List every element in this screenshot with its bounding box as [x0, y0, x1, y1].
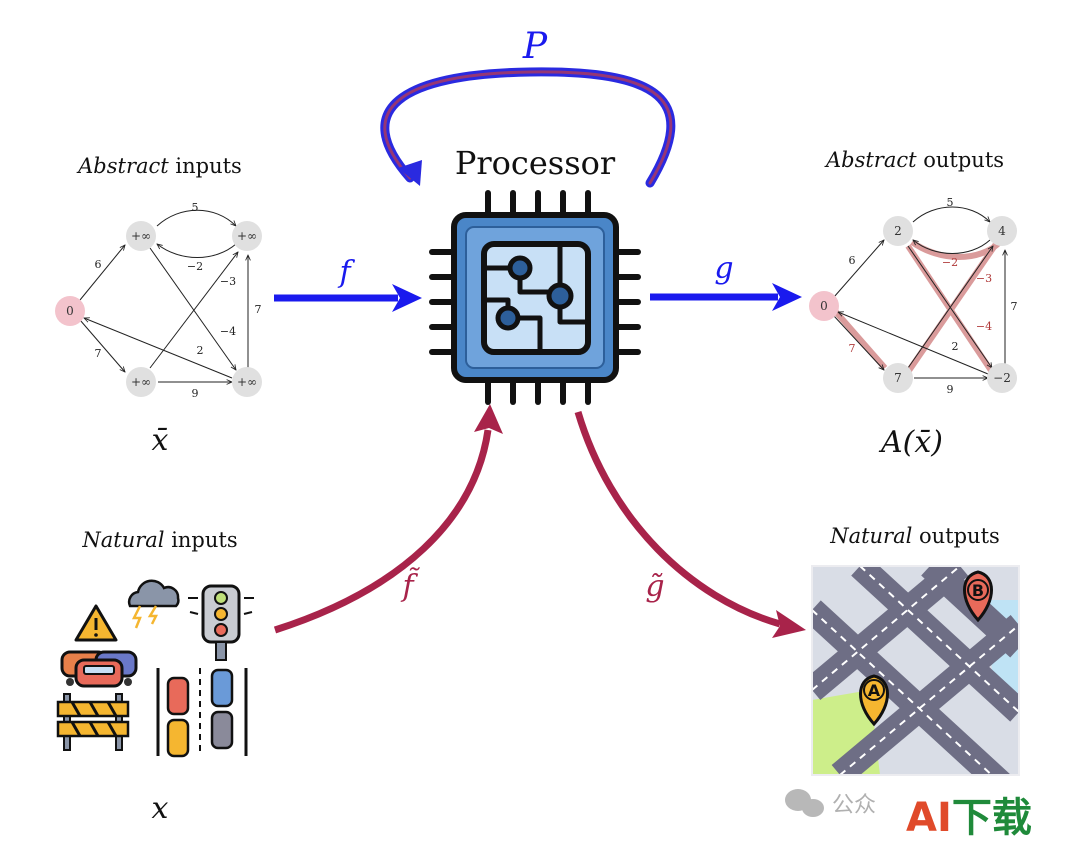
- graph-node: [232, 221, 262, 251]
- node-label: +∞: [237, 375, 257, 389]
- node-label: 4: [998, 224, 1006, 238]
- graph-node: [126, 367, 156, 397]
- road-barrier-icon: [56, 693, 130, 751]
- storm-cloud-icon: [127, 579, 180, 629]
- node-label: 7: [894, 371, 902, 385]
- node-label: 2: [894, 224, 902, 238]
- warning-sign-icon: [74, 604, 118, 642]
- g-tilde-arrow: [574, 411, 806, 638]
- graph-node: [126, 221, 156, 251]
- processor-title: Processor: [455, 144, 616, 182]
- map-pin-b-icon: B: [963, 570, 993, 623]
- edge-label: −2: [187, 260, 203, 273]
- graph-node: [883, 363, 913, 393]
- natural-outputs-title: Natural outputs: [829, 524, 1000, 548]
- graph-node: [883, 216, 913, 246]
- processor-chip-icon: [429, 190, 641, 405]
- natural-inputs-title: Natural inputs: [81, 528, 237, 552]
- edge-label: 6: [95, 258, 102, 271]
- node-label: 0: [66, 304, 74, 318]
- pin-b-label: B: [972, 581, 984, 600]
- edge-label: 7: [1011, 300, 1018, 313]
- abstract-inputs-title: Abstract inputs: [76, 154, 242, 178]
- wechat-icon: [785, 789, 824, 817]
- wechat-watermark: 公众: [785, 789, 876, 818]
- graph-node: [55, 296, 85, 326]
- graph-node: [987, 363, 1017, 393]
- edge-label: 7: [255, 303, 262, 316]
- g-label: g: [714, 251, 733, 286]
- map-pin-a-icon: A: [859, 674, 889, 727]
- p-label: P: [522, 26, 548, 67]
- edge-label: 9: [947, 383, 954, 396]
- node-label: +∞: [131, 375, 151, 389]
- edge-label: −2: [942, 256, 958, 269]
- brand-logo-rest: 下载: [951, 795, 1032, 841]
- edge-label: −4: [220, 325, 236, 338]
- node-label: +∞: [131, 229, 151, 243]
- abstract-inputs-graph: 0 +∞ +∞ +∞ +∞ 5 −2 6 −3 7 −4 2 7 9: [55, 201, 262, 400]
- f-label: f: [337, 255, 355, 290]
- natural-input-var: x: [152, 791, 169, 826]
- edge-label: 5: [192, 201, 199, 214]
- abstract-input-var: x̄: [152, 423, 169, 458]
- edge-label: 7: [95, 347, 102, 360]
- edge-label: −3: [976, 272, 992, 285]
- city-map-illustration: A B: [811, 565, 1020, 776]
- abstract-output-var: A(x̄): [878, 425, 943, 460]
- edge-label: 2: [952, 340, 959, 353]
- graph-node: [809, 291, 839, 321]
- p-arrowhead: [398, 160, 422, 186]
- abstract-outputs-title: Abstract outputs: [824, 148, 1004, 172]
- node-label: +∞: [237, 229, 257, 243]
- node-label: 0: [820, 299, 828, 313]
- f-tilde-label: f̃: [400, 567, 420, 604]
- watermark-text: 公众: [832, 793, 876, 818]
- edge-label: 6: [849, 254, 856, 267]
- node-label: −2: [993, 371, 1011, 385]
- g-tilde-label: g̃: [645, 569, 664, 604]
- traffic-light-icon: [188, 584, 254, 661]
- graph-node: [987, 216, 1017, 246]
- p-loop-arrow: [380, 67, 676, 188]
- edge-label: 9: [192, 387, 199, 400]
- edge-label: −4: [976, 320, 992, 333]
- road-lanes-icon: [156, 668, 248, 758]
- pin-a-label: A: [868, 681, 881, 700]
- edge-label: 5: [947, 196, 954, 209]
- traffic-scene-illustration: [56, 579, 254, 758]
- edge-label: 7: [849, 342, 856, 355]
- g-arrow: [650, 283, 802, 311]
- brand-logo-a: AI: [906, 795, 952, 841]
- f-tilde-arrow: [273, 404, 503, 634]
- graph-node: [232, 367, 262, 397]
- edge-label: 2: [197, 344, 204, 357]
- abstract-outputs-graph: 0 2 4 7 −2 5 −2 6 −3 7 −4 2 7 9: [809, 196, 1018, 396]
- brand-logo: AI下载: [906, 792, 1056, 844]
- edge-label: −3: [220, 275, 236, 288]
- f-arrow: [274, 284, 422, 312]
- car-crash-icon: [60, 650, 138, 688]
